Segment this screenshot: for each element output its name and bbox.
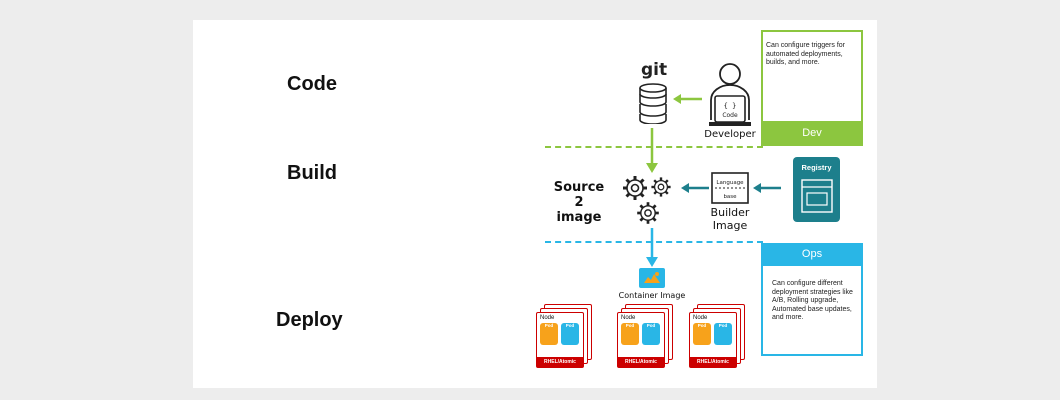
node-label: Node (621, 315, 636, 321)
source-to-image-label: Source 2 image (548, 180, 610, 225)
pod-blue: Pod (561, 323, 579, 345)
node-card: Node Pod Pod RHEL/Atomic (536, 312, 584, 368)
pod-label: Pod (697, 323, 707, 328)
pod-label: Pod (625, 323, 635, 328)
svg-text:Code: Code (722, 112, 738, 119)
builder-icon-top-text: Language (716, 180, 744, 186)
builder-image-label: Builder Image (698, 206, 762, 232)
dev-panel-bar: Dev (761, 121, 863, 146)
pod-label: Pod (646, 323, 656, 328)
pod-orange: Pod (540, 323, 558, 345)
ops-boundary-line (545, 241, 763, 243)
gears-icon (621, 174, 672, 226)
dev-boundary-line (545, 146, 763, 148)
builder-label-line-1: Builder (710, 206, 750, 219)
pod-blue: Pod (714, 323, 732, 345)
registry-box-icon (801, 179, 833, 213)
pod-label: Pod (565, 323, 575, 328)
deliver-arrow-icon (646, 228, 658, 267)
push-arrow-icon (673, 94, 702, 104)
pod-blue: Pod (642, 323, 660, 345)
node-card: Node Pod Pod RHEL/Atomic (689, 312, 737, 368)
registry-icon: Registry (793, 157, 840, 222)
stage-build-label: Build (287, 162, 337, 184)
ops-panel-bar: Ops (761, 243, 863, 266)
container-image-icon (639, 268, 665, 288)
pod-orange: Pod (693, 323, 711, 345)
node-footer: RHEL/Atomic (618, 357, 664, 367)
stage-deploy-label: Deploy (276, 309, 343, 331)
s2i-line-2: 2 (574, 195, 584, 210)
container-image-label: Container Image (618, 291, 686, 300)
node-stack-1: Node Pod Pod RHEL/Atomic (536, 304, 592, 368)
pod-orange: Pod (621, 323, 639, 345)
node-label: Node (693, 315, 708, 321)
s2i-line-1: Source (553, 180, 605, 195)
node-stack-3: Node Pod Pod RHEL/Atomic (689, 304, 745, 368)
build-trigger-arrow-icon (646, 128, 658, 173)
pod-label: Pod (544, 323, 554, 328)
node-card: Node Pod Pod RHEL/Atomic (617, 312, 665, 368)
git-label: git (641, 60, 668, 80)
builder-image-icon: Language base (711, 172, 749, 204)
node-stack-2: Node Pod Pod RHEL/Atomic (617, 304, 673, 368)
dev-panel-note: Can configure triggers for automated dep… (766, 42, 845, 66)
stage-code-label: Code (287, 73, 337, 95)
builder-label-line-2: Image (712, 219, 748, 232)
developer-icon: { } Code (709, 63, 751, 126)
node-label: Node (540, 315, 555, 321)
registry-to-builder-arrow-icon (753, 183, 781, 193)
registry-label: Registry (801, 163, 832, 172)
node-footer: RHEL/Atomic (690, 357, 736, 367)
s2i-line-3: image (556, 210, 602, 225)
ops-panel-note: Can configure different deployment strat… (772, 280, 853, 321)
builder-icon-bottom-text: base (723, 194, 737, 200)
pod-label: Pod (718, 323, 728, 328)
git-repository-icon (639, 83, 667, 124)
developer-label: Developer (704, 129, 756, 140)
node-footer: RHEL/Atomic (537, 357, 583, 367)
svg-text:{ }: { } (724, 102, 737, 110)
builder-to-gears-arrow-icon (681, 183, 709, 193)
